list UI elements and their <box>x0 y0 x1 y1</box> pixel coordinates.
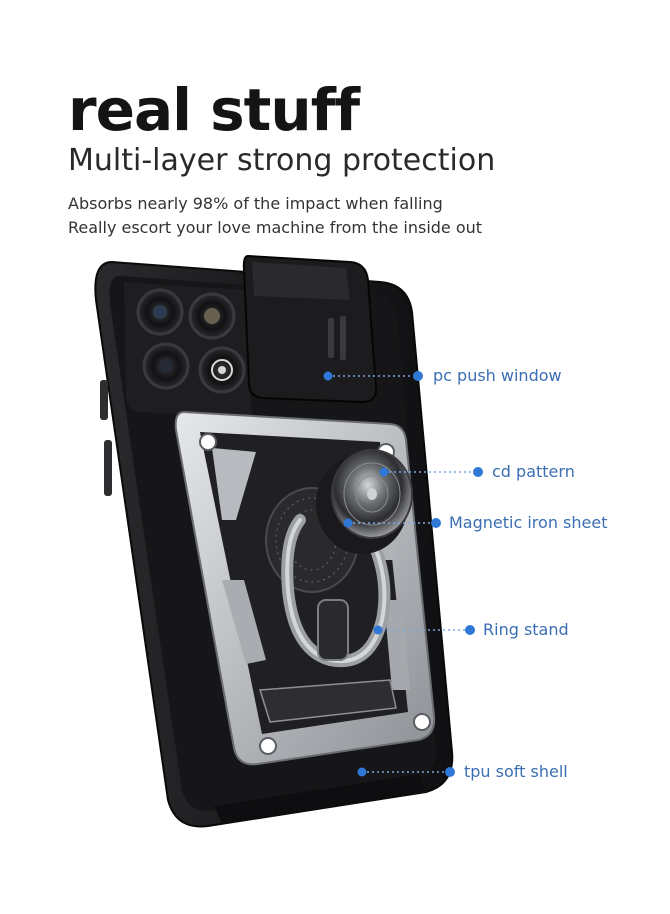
description-line-1: Absorbs nearly 98% of the impact when fa… <box>68 194 443 213</box>
ring-stand <box>281 514 391 668</box>
callout-cd-pattern: cd pattern <box>492 462 575 481</box>
callout-origin-dot <box>373 625 383 635</box>
callout-end-dot <box>465 625 475 635</box>
callout-origin-dot <box>323 371 333 381</box>
headline: real stuff <box>68 76 360 144</box>
callout-dots <box>323 371 483 777</box>
push-window-slider <box>242 254 378 404</box>
callout-end-dot <box>445 767 455 777</box>
callout-end-dot <box>473 467 483 477</box>
callout-end-dot <box>431 518 441 528</box>
callout-origin-dot <box>357 767 367 777</box>
callout-connectors <box>328 375 474 773</box>
case-bottom-lip <box>214 774 426 824</box>
subtitle: Multi-layer strong protection <box>68 143 496 178</box>
cd-pattern-knob <box>316 449 413 554</box>
camera-module <box>124 282 252 418</box>
description-line-2: Really escort your love machine from the… <box>68 218 483 237</box>
callout-magnetic-iron-sheet: Magnetic iron sheet <box>449 513 608 532</box>
callout-end-dot <box>413 371 423 381</box>
callout-ring-stand: Ring stand <box>483 620 569 639</box>
callout-origin-dot <box>343 518 353 528</box>
callout-tpu-soft-shell: tpu soft shell <box>464 762 568 781</box>
callout-origin-dot <box>379 467 389 477</box>
callout-pc-push-window: pc push window <box>433 366 562 385</box>
